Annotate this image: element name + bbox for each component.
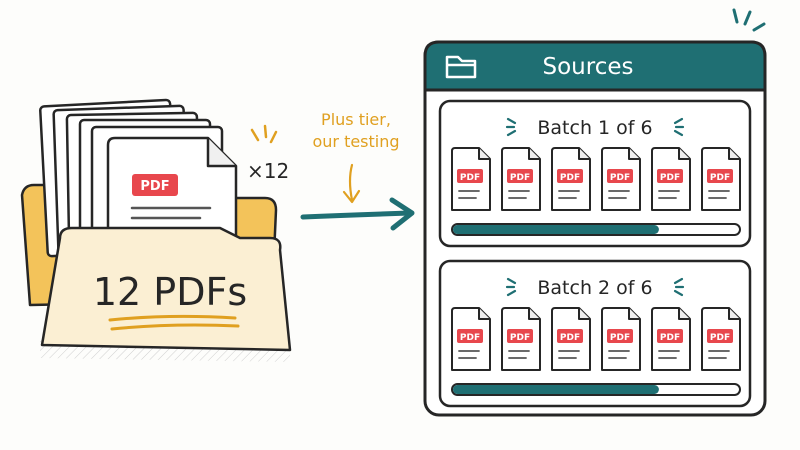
batch-card: Batch 1 of 6 PDF PDF PDF PDF PDF PDF bbox=[438, 99, 752, 248]
folder-label-underline bbox=[108, 314, 237, 322]
sparkle-stroke bbox=[673, 277, 684, 285]
sparkle-stroke bbox=[673, 129, 684, 137]
file-pdf-badge bbox=[707, 169, 733, 183]
pdf-file-icon: PDF bbox=[601, 147, 641, 211]
file-dog-ear bbox=[628, 148, 640, 160]
file-dog-ear bbox=[628, 308, 640, 320]
file-pdf-badge-label: PDF bbox=[560, 333, 580, 343]
panel-header bbox=[423, 40, 767, 92]
file-dog-ear bbox=[528, 308, 540, 320]
multiplier-sparks-icon bbox=[250, 124, 278, 144]
pdf-file-icon: PDF bbox=[701, 147, 741, 211]
annotation-group: Plus tier, our testing bbox=[312, 110, 400, 204]
sparkle-icon bbox=[505, 117, 517, 137]
batch-label: Batch 2 of 6 bbox=[537, 277, 652, 299]
pdf-badge bbox=[132, 174, 178, 196]
pdf-file-icon: PDF bbox=[601, 307, 641, 371]
annotation-arrow-icon bbox=[342, 163, 361, 204]
file-dog-ear bbox=[578, 148, 590, 160]
pdf-file-icon: PDF bbox=[551, 307, 591, 371]
file-pdf-badge-label: PDF bbox=[610, 333, 630, 343]
file-pdf-badge bbox=[457, 329, 483, 343]
folder-label: 12 PDFs bbox=[93, 270, 247, 314]
file-pdf-badge bbox=[657, 329, 683, 343]
file-pdf-badge bbox=[657, 169, 683, 183]
progress-fill bbox=[453, 385, 659, 394]
annotation-line-2: our testing bbox=[312, 132, 399, 151]
file-pdf-badge bbox=[607, 169, 633, 183]
sparkle-icon bbox=[673, 117, 685, 137]
file-pdf-badge bbox=[507, 329, 533, 343]
file-pdf-badge bbox=[457, 169, 483, 183]
file-pdf-badge bbox=[557, 329, 583, 343]
file-pdf-badge bbox=[507, 169, 533, 183]
pdf-folder-group: PDF 12 PDFs ×12 bbox=[20, 98, 292, 362]
pdf-file-icon: PDF bbox=[651, 307, 691, 371]
annotation-line-1: Plus tier, bbox=[321, 110, 391, 129]
file-dog-ear bbox=[728, 148, 740, 160]
sparkle-stroke bbox=[506, 289, 517, 297]
panel-sparks-icon bbox=[732, 8, 766, 32]
file-dog-ear bbox=[678, 148, 690, 160]
pdf-file-icon: PDF bbox=[451, 307, 491, 371]
file-pdf-badge-label: PDF bbox=[560, 173, 580, 183]
folder-front bbox=[40, 226, 292, 352]
file-dog-ear bbox=[578, 308, 590, 320]
file-pdf-badge-label: PDF bbox=[660, 333, 680, 343]
file-pdf-badge bbox=[607, 329, 633, 343]
file-pdf-badge-label: PDF bbox=[510, 333, 530, 343]
pdf-file-icon: PDF bbox=[701, 307, 741, 371]
sparkle-stroke bbox=[506, 129, 517, 137]
sparkle-stroke bbox=[506, 277, 517, 285]
pdf-badge-label: PDF bbox=[140, 179, 169, 194]
pdf-file-icon: PDF bbox=[451, 147, 491, 211]
panel-title: Sources bbox=[543, 54, 634, 80]
flow-arrow-icon bbox=[300, 197, 415, 231]
file-pdf-badge bbox=[557, 169, 583, 183]
file-dog-ear bbox=[678, 308, 690, 320]
pdf-file-icon: PDF bbox=[551, 147, 591, 211]
sparkle-stroke bbox=[506, 117, 517, 125]
file-pdf-badge-label: PDF bbox=[710, 173, 730, 183]
progress-fill bbox=[453, 225, 659, 234]
file-dog-ear bbox=[478, 148, 490, 160]
sparkle-stroke bbox=[673, 289, 684, 297]
sparkle-icon bbox=[673, 277, 685, 297]
document-dog-ear bbox=[206, 138, 236, 168]
file-dog-ear bbox=[528, 148, 540, 160]
file-dog-ear bbox=[478, 308, 490, 320]
pdf-file-icon: PDF bbox=[501, 147, 541, 211]
sparkle-stroke bbox=[673, 117, 684, 125]
file-pdf-badge-label: PDF bbox=[460, 173, 480, 183]
file-dog-ear bbox=[728, 308, 740, 320]
file-pdf-badge-label: PDF bbox=[710, 333, 730, 343]
file-pdf-badge-label: PDF bbox=[460, 333, 480, 343]
file-pdf-badge-label: PDF bbox=[510, 173, 530, 183]
sparkle-icon bbox=[505, 277, 517, 297]
batch-label: Batch 1 of 6 bbox=[537, 117, 652, 139]
multiplier-label: ×12 bbox=[247, 159, 289, 183]
file-pdf-badge-label: PDF bbox=[660, 173, 680, 183]
pdf-file-icon: PDF bbox=[651, 147, 691, 211]
file-pdf-badge bbox=[707, 329, 733, 343]
file-pdf-badge-label: PDF bbox=[610, 173, 630, 183]
pdf-file-icon: PDF bbox=[501, 307, 541, 371]
folder-icon bbox=[445, 55, 477, 79]
folder-label-underline bbox=[110, 323, 240, 331]
batch-card: Batch 2 of 6 PDF PDF PDF PDF PDF PDF bbox=[438, 259, 752, 408]
